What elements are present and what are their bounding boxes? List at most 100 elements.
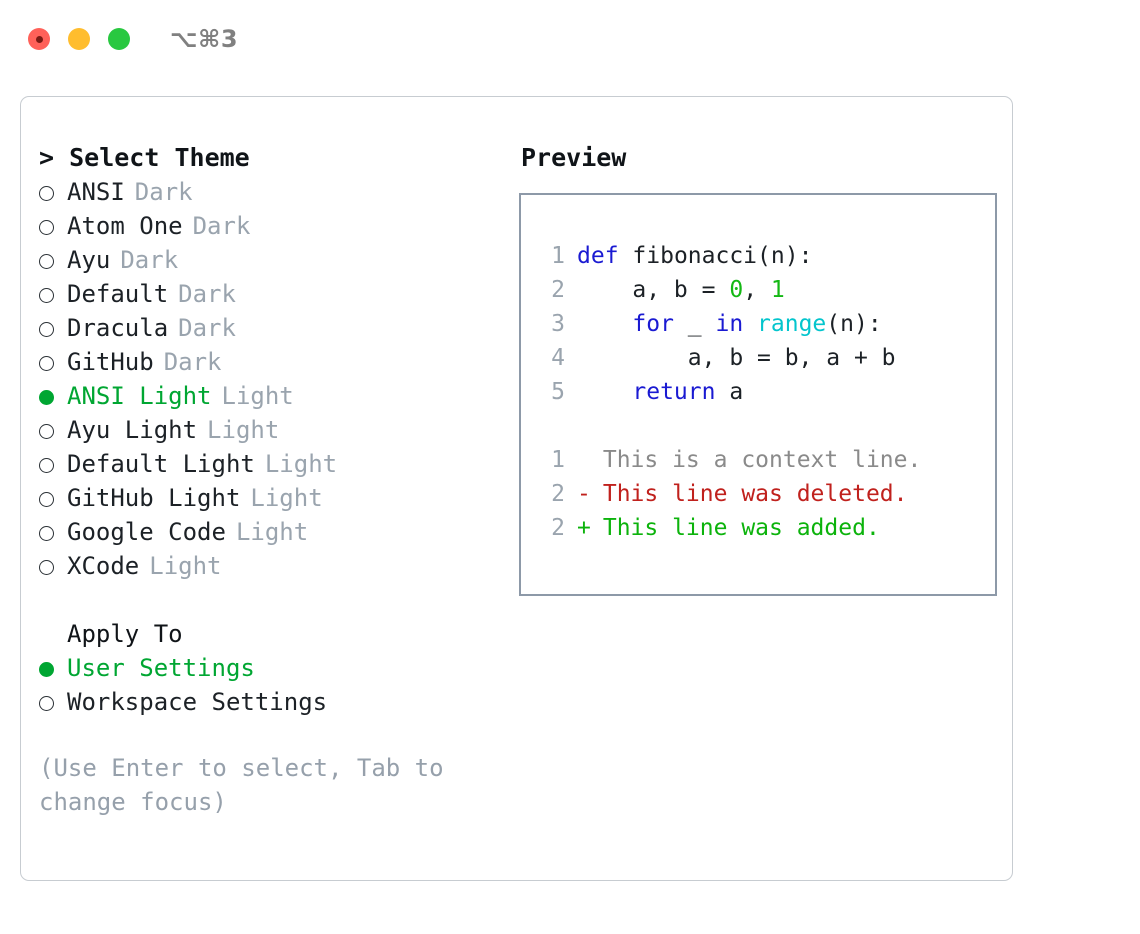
zoom-button[interactable] [108,28,130,50]
theme-kind-label: Light [235,518,309,546]
radio-dot [39,356,54,371]
code-line-content: def fibonacci(n): [577,239,812,273]
code-line: 4 a, b = b, a + b [539,341,995,375]
theme-name: ANSI [67,178,125,206]
radio-dot [39,526,54,541]
list-spacer [39,583,499,617]
code-token-kw: def [577,243,619,269]
radio-dot [39,322,54,337]
theme-kind-label: Dark [163,348,222,376]
code-token-plain: _ [673,311,716,337]
code-line-content: a, b = b, a + b [577,341,896,375]
diff-marker: + [577,515,591,541]
line-number: 1 [551,243,565,269]
theme-name: XCode [67,552,140,580]
radio-dot [39,560,54,575]
code-token-kw: return [632,379,716,405]
theme-list-item[interactable]: GitHub Dark [39,345,499,379]
apply-to-option[interactable]: User Settings [39,651,499,685]
code-token-num: 1 [770,277,785,303]
code-token-plain: fibonacci(n): [632,243,813,269]
diff-line-content: This is a context line. [577,443,922,477]
apply-to-option[interactable]: Workspace Settings [39,685,499,719]
code-line-content: a, b = 0, 1 [577,273,785,307]
code-token-plain [619,243,633,269]
theme-kind-label: Light [221,382,294,410]
radio-unselected-icon[interactable] [39,686,67,720]
radio-unselected-icon[interactable] [39,278,67,312]
theme-name: Ayu Light [67,416,198,444]
radio-unselected-icon[interactable] [39,244,67,278]
radio-dot [39,390,54,405]
diff-marker [577,443,589,477]
window-controls [28,28,130,50]
minimize-button[interactable] [68,28,90,50]
radio-selected-icon[interactable] [39,380,67,414]
radio-unselected-icon[interactable] [39,346,67,380]
theme-name: Google Code [67,518,226,546]
code-token-plain [577,311,632,337]
code-token-num: 0 [729,277,744,303]
theme-name: Atom One [67,212,183,240]
line-number: 2 [551,515,565,541]
code-token-bif: range [757,311,827,337]
radio-unselected-icon[interactable] [39,414,67,448]
code-line: 3 for _ in range(n): [539,307,995,341]
line-number: 4 [551,345,565,371]
code-token-plain [743,311,757,337]
radio-unselected-icon[interactable] [39,312,67,346]
line-number: 5 [551,379,565,405]
radio-dot [39,696,54,711]
keyboard-hint-text: (Use Enter to select, Tab to change focu… [39,754,444,816]
radio-dot [39,288,54,303]
radio-unselected-icon[interactable] [39,482,67,516]
line-number: 2 [551,481,565,507]
theme-kind-label: Dark [134,178,193,206]
diff-line-deleted: 2 - This line was deleted. [539,477,995,511]
line-number: 1 [551,447,565,473]
title-bar: ⌥⌘3 [0,0,1140,78]
theme-name: Default [67,280,169,308]
code-token-plain: a, b = [577,277,730,303]
radio-unselected-icon[interactable] [39,210,67,244]
radio-unselected-icon[interactable] [39,516,67,550]
radio-unselected-icon[interactable] [39,448,67,482]
radio-dot [39,186,54,201]
code-token-plain: (n): [826,311,882,337]
close-button[interactable] [28,28,50,50]
radio-dot [39,220,54,235]
apply-to-label: Apply To [67,620,183,648]
theme-name: Ayu [67,246,111,274]
diff-line-text: This is a context line. [589,447,922,473]
theme-name: GitHub Light [67,484,241,512]
apply-to-option-label: User Settings [67,654,255,682]
theme-list-item[interactable]: Google Code Light [39,515,499,549]
code-line: 2 a, b = 0, 1 [539,273,995,307]
theme-name: GitHub [67,348,154,376]
diff-line-content: - This line was deleted. [577,477,908,511]
radio-unselected-icon[interactable] [39,176,67,210]
radio-selected-icon[interactable] [39,652,67,686]
code-token-plain: a, b = b, a + b [577,345,896,371]
theme-list-item[interactable]: ANSI Dark [39,175,499,209]
code-token-kw: in [715,311,744,337]
radio-unselected-icon[interactable] [39,550,67,584]
radio-dot [39,424,54,439]
